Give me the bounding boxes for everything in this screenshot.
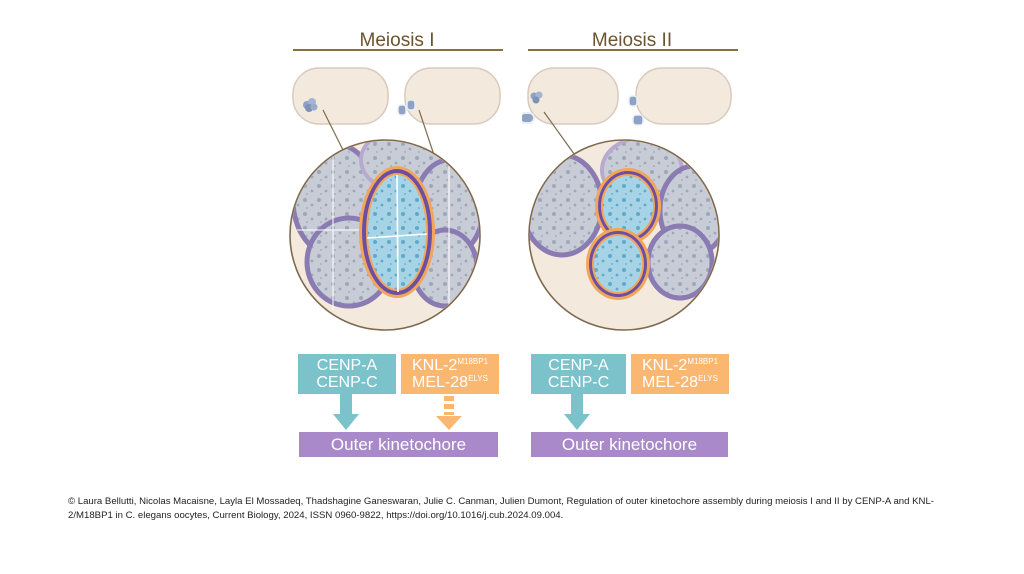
meiosis-1-zoom-line-right <box>418 109 436 159</box>
meiosis-1-mel28-label: MEL-28ELYS <box>412 374 488 391</box>
meiosis-2-zoom-line <box>543 111 578 159</box>
meiosis-1-title-rule <box>293 49 503 51</box>
meiosis-2-teal-arrow <box>564 394 590 430</box>
meiosis-1-knl-box: KNL-2M18BP1 MEL-28ELYS <box>401 354 499 394</box>
meiosis-2-cell-right <box>635 67 732 125</box>
meiosis-1-illustration <box>289 67 501 331</box>
meiosis-1-teal-arrow <box>333 394 359 430</box>
meiosis-2-dyad-pair <box>628 95 644 126</box>
meiosis-2-bottom-sister <box>586 228 650 300</box>
meiosis-2-cenp-c-label: CENP-C <box>547 374 610 391</box>
meiosis-2-knl2-label: KNL-2M18BP1 <box>641 357 719 374</box>
meiosis-1-central-bivalent <box>359 166 435 298</box>
meiosis-2-panel: Meiosis II <box>522 0 762 470</box>
meiosis-1-outer-kinetochore: Outer kinetochore <box>299 432 498 457</box>
meiosis-2-chromosome-cluster <box>522 91 543 124</box>
meiosis-1-cenp-a-label: CENP-A <box>316 357 378 374</box>
meiosis-1-cell-left <box>292 67 389 125</box>
meiosis-1-cell-right <box>404 67 501 125</box>
meiosis-2-illustration <box>522 67 732 331</box>
meiosis-1-knl2-label: KNL-2M18BP1 <box>411 357 489 374</box>
meiosis-2-cell-left <box>527 67 619 125</box>
meiosis-1-panel: Meiosis I <box>287 0 527 470</box>
meiosis-2-cenp-box: CENP-A CENP-C <box>531 354 626 394</box>
meiosis-1-cenp-c-label: CENP-C <box>316 374 378 391</box>
meiosis-2-title: Meiosis II <box>591 30 673 51</box>
citation-text: © Laura Bellutti, Nicolas Macaisne, Layl… <box>68 496 934 521</box>
meiosis-2-top-sister <box>595 168 661 244</box>
meiosis-1-orange-dashed-arrow <box>436 396 462 430</box>
meiosis-2-knl-box: KNL-2M18BP1 MEL-28ELYS <box>631 354 729 394</box>
meiosis-1-title: Meiosis I <box>359 30 435 51</box>
meiosis-2-cenp-a-label: CENP-A <box>548 357 609 374</box>
meiosis-2-outer-kinetochore: Outer kinetochore <box>531 432 728 457</box>
meiosis-1-bivalent-pair <box>397 99 416 116</box>
meiosis-1-chromosome-cluster <box>303 98 318 112</box>
meiosis-1-cenp-box: CENP-A CENP-C <box>298 354 396 394</box>
meiosis-2-title-rule <box>528 49 738 51</box>
meiosis-2-mel28-label: MEL-28ELYS <box>642 374 718 391</box>
